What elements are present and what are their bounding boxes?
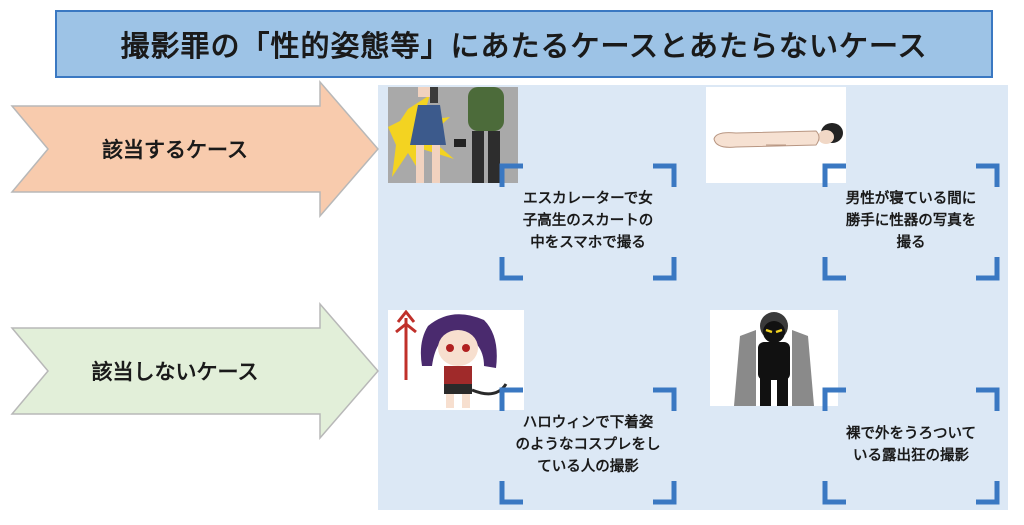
case-caption-escalator: エスカレーターで女 子高生のスカートの 中をスマホで撮る: [499, 163, 677, 281]
corner-brackets: [499, 163, 677, 281]
caption-text: 男性が寝ている間に 勝手に性器の写真を 撮る: [845, 191, 977, 251]
corner-brackets: [499, 387, 677, 505]
caption-text: 裸で外をうろついて いる露出狂の撮影: [845, 426, 977, 464]
escalator-skirt-photo-illustration: [388, 87, 518, 183]
not-applicable-arrow: [10, 302, 379, 440]
caption-text: ハロウィンで下着姿 のようなコスプレをし ている人の撮影: [515, 415, 661, 475]
not-applicable-label: 該当しないケース: [91, 360, 259, 384]
flasher-silhouette-illustration: [710, 310, 838, 406]
case-caption-halloween: ハロウィンで下着姿 のようなコスプレをし ている人の撮影: [499, 387, 677, 505]
page-title: 撮影罪の「性的姿態等」にあたるケースとあたらないケース: [55, 10, 993, 78]
corner-brackets: [822, 163, 1000, 281]
case-caption-sleeping-man: 男性が寝ている間に 勝手に性器の写真を 撮る: [822, 163, 1000, 281]
applicable-arrow: [10, 80, 379, 218]
corner-brackets: [822, 387, 1000, 505]
case-caption-flasher: 裸で外をうろついて いる露出狂の撮影: [822, 387, 1000, 505]
caption-text: エスカレーターで女 子高生のスカートの 中をスマホで撮る: [522, 191, 654, 251]
applicable-label: 該当するケース: [102, 138, 248, 162]
